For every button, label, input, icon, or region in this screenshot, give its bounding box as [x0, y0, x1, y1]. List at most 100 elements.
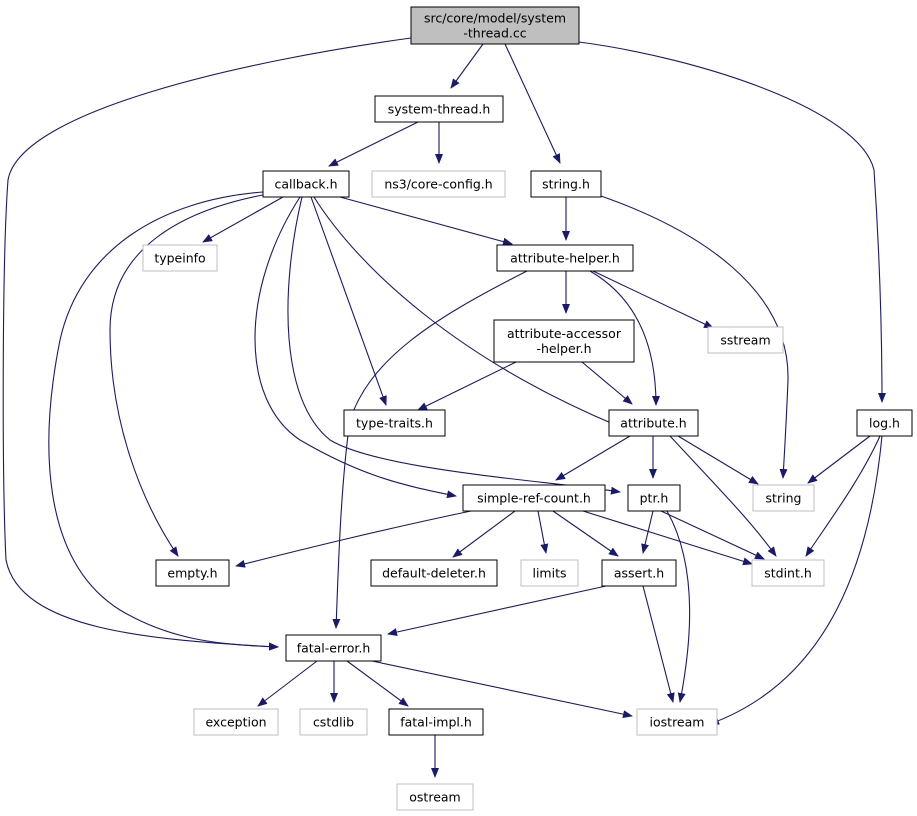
node-fatal-impl-h[interactable]: fatal-impl.h [388, 708, 484, 736]
node-label: cstdlib [313, 715, 354, 730]
node-label: simple-ref-count.h [477, 491, 591, 506]
edge-assert-h-to-iostream [642, 585, 675, 703]
edge-log-h-to-stdint-h [805, 435, 881, 557]
node-ostream: ostream [396, 783, 474, 811]
edge-simple-ref-count-h-to-limits [537, 510, 549, 554]
edge-callback-h-to-typeinfo [202, 196, 284, 243]
edge-assert-h-to-fatal-error-h [387, 585, 607, 636]
node-label: type-traits.h [356, 416, 433, 431]
node-box [155, 559, 230, 587]
edge-callback-h-to-ptr-h [287, 196, 621, 495]
node-string: string [752, 484, 815, 512]
node-box [370, 559, 498, 587]
edge-attribute-h-to-simple-ref-count-h [555, 435, 631, 481]
node-root[interactable]: src/core/model/system-thread.cc [410, 6, 580, 45]
node-label: -thread.cc [463, 26, 526, 41]
node-box [627, 484, 681, 512]
edge-ptr-h-to-stdint-h [660, 510, 765, 560]
node-core-config-h: ns3/core-config.h [371, 170, 506, 198]
edge-fatal-error-h-to-exception [257, 660, 318, 707]
edge-ptr-h-to-assert-h [641, 510, 654, 554]
edge-simple-ref-count-h-to-default-deleter-h [452, 510, 516, 558]
node-label: attribute.h [620, 416, 686, 431]
node-label: src/core/model/system [424, 11, 566, 26]
node-empty-h[interactable]: empty.h [155, 559, 230, 587]
node-label: string.h [542, 177, 590, 192]
node-string-h[interactable]: string.h [530, 170, 602, 198]
edge-callback-h-to-simple-ref-count-h [254, 196, 457, 499]
edge-root-to-log-h [578, 41, 886, 403]
node-assert-h[interactable]: assert.h [601, 559, 677, 587]
edge-simple-ref-count-h-to-stdint-h [582, 510, 753, 566]
edge-attribute-accessor-helper-h-to-type-traits-h [417, 361, 517, 411]
node-box [493, 319, 635, 363]
edge-attribute-h-to-string [677, 435, 759, 485]
node-simple-ref-count-h[interactable]: simple-ref-count.h [462, 484, 606, 512]
node-label: limits [532, 566, 566, 581]
edge-attribute-h-to-stdint-h [669, 435, 777, 557]
node-box [636, 708, 718, 736]
node-label: assert.h [614, 566, 664, 581]
edge-system-thread-h-to-callback-h [328, 121, 419, 167]
edge-callback-h-to-attribute-h [313, 196, 619, 427]
node-callback-h[interactable]: callback.h [262, 170, 350, 198]
node-box [856, 409, 913, 437]
node-box [343, 409, 446, 437]
edge-callback-h-to-empty-h [109, 193, 269, 557]
edge-callback-h-to-type-traits-h [310, 196, 387, 406]
edges-layer [2, 37, 886, 778]
node-box [462, 484, 606, 512]
edge-log-h-to-iostream [709, 435, 883, 725]
node-box [496, 244, 634, 272]
node-box [262, 170, 350, 198]
node-box [752, 484, 815, 512]
edge-attribute-helper-h-to-sstream [592, 270, 714, 329]
node-label: typeinfo [154, 251, 205, 266]
node-exception: exception [193, 708, 279, 736]
edge-ptr-h-to-iostream [666, 510, 691, 703]
node-box [374, 95, 504, 123]
node-cstdlib: cstdlib [299, 708, 368, 736]
node-box [142, 244, 218, 272]
node-typeinfo: typeinfo [142, 244, 218, 272]
node-label: ptr.h [640, 491, 669, 506]
node-attribute-helper-h[interactable]: attribute-helper.h [496, 244, 634, 272]
edge-fatal-error-h-to-fatal-impl-h [346, 660, 409, 707]
node-box [751, 559, 825, 587]
node-default-deleter-h[interactable]: default-deleter.h [370, 559, 498, 587]
node-stdint-h: stdint.h [751, 559, 825, 587]
node-label: callback.h [274, 177, 337, 192]
node-box [388, 708, 484, 736]
node-box [608, 409, 699, 437]
node-label: exception [205, 715, 266, 730]
edge-root-to-system-thread-h [450, 43, 484, 89]
node-label: system-thread.h [388, 102, 491, 117]
edge-root-to-fatal-error-h [2, 37, 412, 651]
node-system-thread-h[interactable]: system-thread.h [374, 95, 504, 123]
node-label: -helper.h [536, 341, 591, 356]
node-ptr-h[interactable]: ptr.h [627, 484, 681, 512]
node-attribute-h[interactable]: attribute.h [608, 409, 699, 437]
node-label: fatal-impl.h [400, 715, 472, 730]
node-box [193, 708, 279, 736]
node-label: default-deleter.h [382, 566, 486, 581]
node-type-traits-h[interactable]: type-traits.h [343, 409, 446, 437]
node-label: string [766, 491, 802, 506]
edge-callback-h-to-fatal-error-h [48, 191, 279, 651]
node-box [371, 170, 506, 198]
node-box [299, 708, 368, 736]
edge-attribute-accessor-helper-h-to-attribute-h [581, 361, 633, 405]
node-box [520, 559, 579, 587]
node-box [285, 634, 382, 662]
node-log-h[interactable]: log.h [856, 409, 913, 437]
node-attribute-accessor-helper-h[interactable]: attribute-accessor-helper.h [493, 319, 635, 363]
edge-simple-ref-count-h-to-empty-h [235, 510, 472, 568]
node-box [707, 326, 784, 354]
node-label: ostream [409, 790, 460, 805]
node-label: attribute-accessor [507, 326, 622, 341]
node-fatal-error-h[interactable]: fatal-error.h [285, 634, 382, 662]
node-box [601, 559, 677, 587]
node-label: fatal-error.h [297, 641, 371, 656]
node-label: empty.h [167, 566, 217, 581]
